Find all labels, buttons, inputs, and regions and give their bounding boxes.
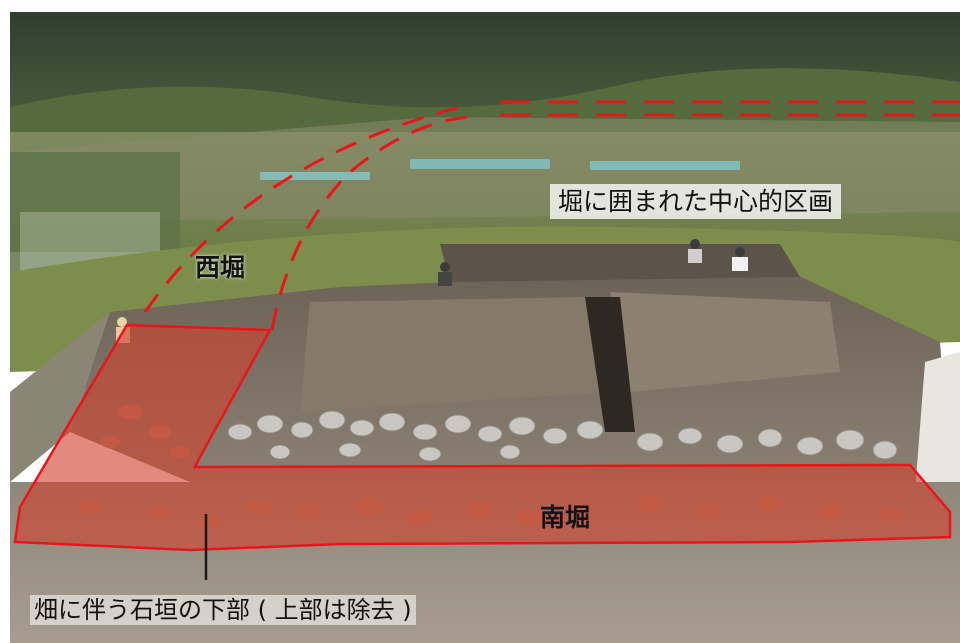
central-platform [300,297,610,412]
left-bank [10,312,110,482]
west-moat-dashed-outer [143,105,461,313]
south-moat-label: 南堀 [540,503,591,532]
west-moat-label: 西堀 [195,253,246,282]
west-moat-dashed-inner [270,115,471,331]
sandbags [915,352,960,512]
deep-cut [585,297,635,432]
upper-trench [440,244,800,282]
stone-wall-label: 畑に伴う石垣の下部 ( 上部は除去 ) [30,595,416,625]
moat-overlay [13,323,952,552]
center-area-label: 堀に囲まれた中心的区画 [550,184,842,219]
east-platform [610,292,840,392]
blue-tarp [410,159,550,169]
moat-rocks [78,405,902,529]
stone-row [227,410,898,462]
excavation-site-photo [10,12,960,643]
